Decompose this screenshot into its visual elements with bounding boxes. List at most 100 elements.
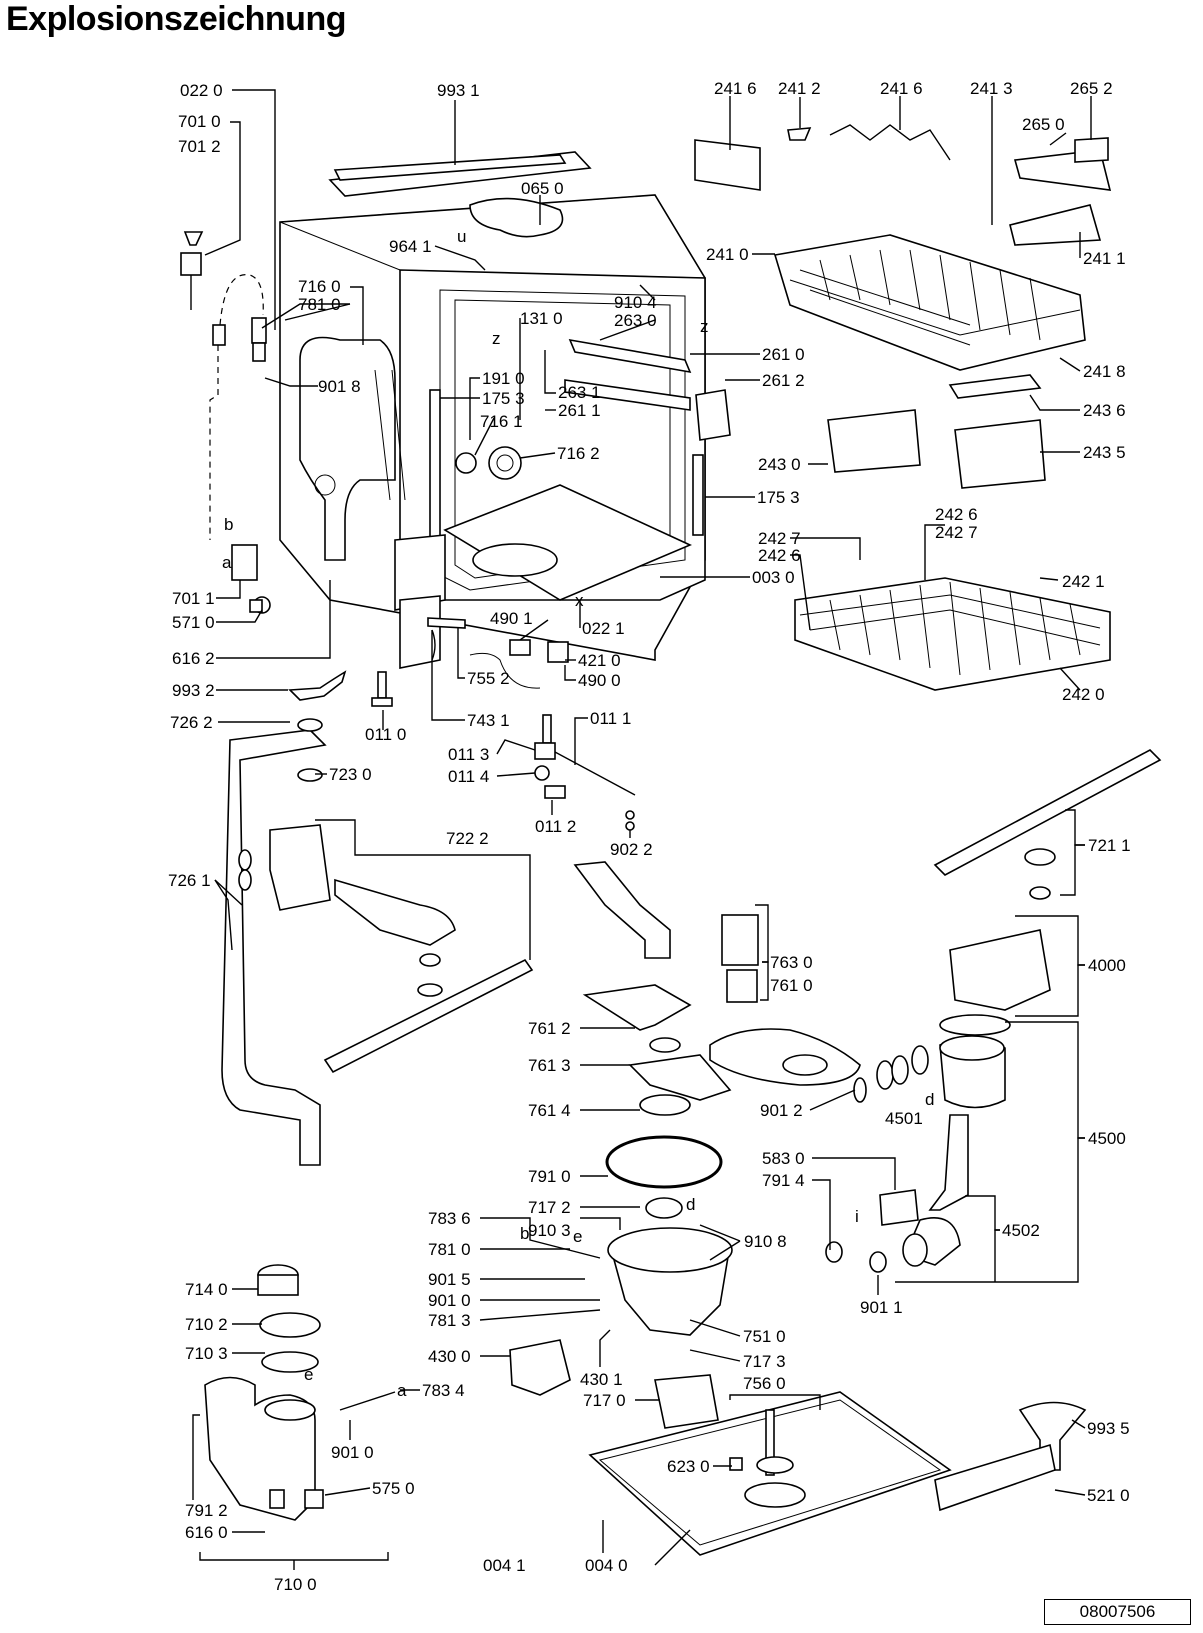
marker-b: b xyxy=(224,515,233,534)
label-241-2: 241 2 xyxy=(778,79,821,98)
label-761-4: 761 4 xyxy=(528,1101,571,1120)
top-strip xyxy=(333,154,567,181)
label-243-6: 243 6 xyxy=(1083,401,1126,420)
marker-a: a xyxy=(397,1381,407,1400)
label-265-2: 265 2 xyxy=(1070,79,1113,98)
label-716-0: 716 0 xyxy=(298,277,341,296)
label-761-3: 761 3 xyxy=(528,1056,571,1075)
label-726-1: 726 1 xyxy=(168,871,211,890)
label-717-2: 717 2 xyxy=(528,1198,571,1217)
label-723-0: 723 0 xyxy=(329,765,372,784)
label-993-1: 993 1 xyxy=(437,81,480,100)
label-242-0: 242 0 xyxy=(1062,685,1105,704)
label-4502: 4502 xyxy=(1002,1221,1040,1240)
label-265-0: 265 0 xyxy=(1022,115,1065,134)
marker-u: u xyxy=(457,227,466,246)
label-490-0: 490 0 xyxy=(578,671,621,690)
label-716-1: 716 1 xyxy=(480,412,523,431)
label-781-3: 781 3 xyxy=(428,1311,471,1330)
label-011-4: 011 4 xyxy=(448,767,489,786)
label-726-2: 726 2 xyxy=(170,713,213,732)
label-261-2: 261 2 xyxy=(762,371,805,390)
tub-cabinet xyxy=(279,151,731,669)
spray-tube-assembly xyxy=(221,718,534,1166)
label-993-2: 993 2 xyxy=(172,681,215,700)
label-701-0: 701 0 xyxy=(178,112,221,131)
label-575-0: 575 0 xyxy=(372,1479,415,1498)
label-011-2: 011 2 xyxy=(535,817,576,836)
label-243-0: 243 0 xyxy=(758,455,801,474)
lower-basket xyxy=(794,577,1111,691)
label-175-3-lower: 175 3 xyxy=(757,488,800,507)
label-623-0: 623 0 xyxy=(667,1457,710,1476)
foot-assembly xyxy=(534,714,636,831)
label-022-1: 022 1 xyxy=(582,619,625,638)
label-004-0: 004 0 xyxy=(585,1556,628,1575)
label-241-1: 241 1 xyxy=(1083,249,1126,268)
label-901-5: 901 5 xyxy=(428,1270,471,1289)
label-743-1: 743 1 xyxy=(467,711,510,730)
label-4000: 4000 xyxy=(1088,956,1126,975)
label-901-0: 901 0 xyxy=(428,1291,471,1310)
label-701-2: 701 2 xyxy=(178,137,221,156)
upper-basket xyxy=(773,234,1086,371)
marker-z: z xyxy=(492,329,501,348)
marker-e: e xyxy=(304,1365,313,1384)
label-791-4: 791 4 xyxy=(762,1171,805,1190)
label-710-3: 710 3 xyxy=(185,1344,228,1363)
label-755-2: 755 2 xyxy=(467,669,510,688)
label-781-0-lower: 781 0 xyxy=(428,1240,471,1259)
label-4500: 4500 xyxy=(1088,1129,1126,1148)
label-701-1: 701 1 xyxy=(172,589,215,608)
part-labels: 022 0 993 1 065 0 964 1 701 0 701 2 716 … xyxy=(168,79,1131,1594)
label-131-0: 131 0 xyxy=(520,309,563,328)
label-722-2: 722 2 xyxy=(446,829,489,848)
foot-screw xyxy=(377,671,387,699)
label-242-1: 242 1 xyxy=(1062,572,1105,591)
cutlery-basket xyxy=(827,409,921,473)
label-901-2: 901 2 xyxy=(760,1101,803,1120)
label-571-0: 571 0 xyxy=(172,613,215,632)
label-710-0: 710 0 xyxy=(274,1575,317,1594)
marker-d: d xyxy=(686,1195,695,1214)
label-263-0: 263 0 xyxy=(614,311,657,330)
base-plate xyxy=(588,1391,952,1556)
marker-z: z xyxy=(700,317,709,336)
marker-b: b xyxy=(520,1224,529,1243)
label-763-0: 763 0 xyxy=(770,953,813,972)
label-242-6-a: 242 6 xyxy=(935,505,978,524)
label-756-0: 756 0 xyxy=(743,1374,786,1393)
label-791-2: 791 2 xyxy=(185,1501,228,1520)
label-490-1: 490 1 xyxy=(490,609,533,628)
label-781-0: 781 0 xyxy=(298,295,341,314)
reference-number: 08007506 xyxy=(1044,1599,1191,1625)
label-521-0: 521 0 xyxy=(1087,1486,1130,1505)
label-716-2: 716 2 xyxy=(557,444,600,463)
label-011-1: 011 1 xyxy=(590,709,631,728)
wrench-tool xyxy=(288,670,347,701)
marker-e: e xyxy=(573,1227,582,1246)
label-902-2: 902 2 xyxy=(610,840,653,859)
upper-spray-arm xyxy=(933,749,1162,876)
label-065-0: 065 0 xyxy=(521,179,564,198)
label-901-0-lower: 901 0 xyxy=(331,1443,374,1462)
label-243-5: 243 5 xyxy=(1083,443,1126,462)
label-263-1: 263 1 xyxy=(558,383,601,402)
label-714-0: 714 0 xyxy=(185,1280,228,1299)
label-242-7-b: 242 7 xyxy=(758,529,801,548)
marker-a: a xyxy=(222,553,232,572)
label-241-8: 241 8 xyxy=(1083,362,1126,381)
label-421-0: 421 0 xyxy=(578,651,621,670)
label-901-1: 901 1 xyxy=(860,1298,903,1317)
label-721-1: 721 1 xyxy=(1088,836,1131,855)
label-910-4: 910 4 xyxy=(614,293,657,312)
label-241-3: 241 3 xyxy=(970,79,1013,98)
label-430-1: 430 1 xyxy=(580,1370,623,1389)
label-022-0: 022 0 xyxy=(180,81,223,100)
water-softener xyxy=(204,1264,396,1521)
label-242-6-b: 242 6 xyxy=(758,546,801,565)
label-011-3: 011 3 xyxy=(448,745,489,764)
label-791-0: 791 0 xyxy=(528,1167,571,1186)
label-261-1: 261 1 xyxy=(558,401,601,420)
